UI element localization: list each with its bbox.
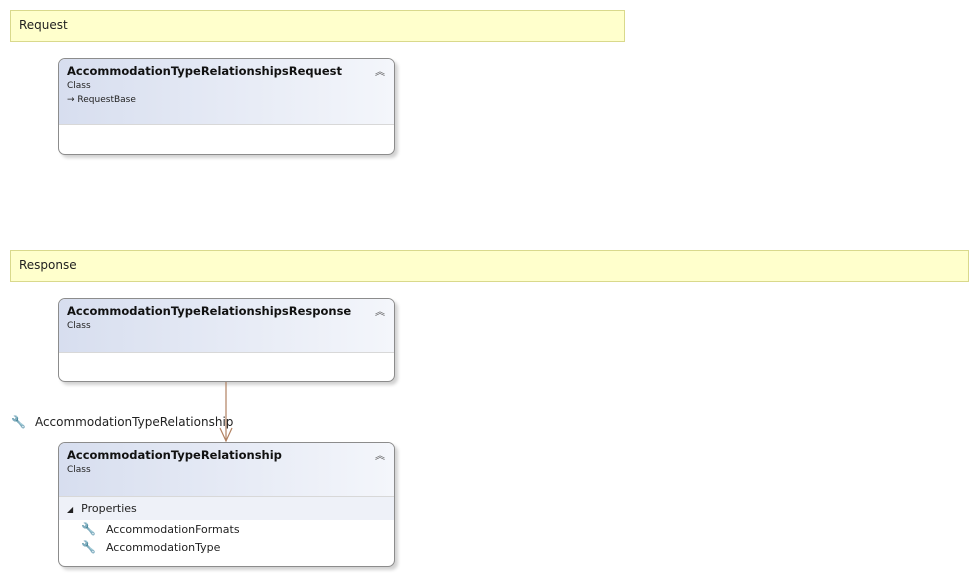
class-kind: Class: [67, 465, 91, 475]
class-request[interactable]: AccommodationTypeRelationshipsRequest Cl…: [58, 58, 395, 155]
class-name: AccommodationTypeRelationship: [67, 448, 282, 462]
property-name: AccommodationType: [105, 540, 221, 554]
properties-section-header[interactable]: ◢ Properties: [59, 497, 394, 520]
note-label: Response: [19, 258, 77, 272]
association-label[interactable]: 🔧 AccommodationTypeRelationship: [11, 415, 233, 429]
wrench-icon: 🔧: [81, 540, 96, 554]
base-class: → RequestBase: [67, 95, 386, 105]
association-arrowhead: [219, 427, 233, 443]
collapse-icon[interactable]: ︽: [375, 67, 385, 78]
wrench-icon: 🔧: [81, 522, 96, 536]
property-item[interactable]: 🔧 AccommodationFormats: [59, 520, 394, 538]
class-relationship[interactable]: AccommodationTypeRelationship Class ︽ ◢ P…: [58, 442, 395, 567]
collapse-icon[interactable]: ︽: [375, 451, 385, 462]
class-kind: Class: [67, 81, 91, 91]
association-name: AccommodationTypeRelationship: [34, 415, 234, 429]
wrench-icon: 🔧: [11, 415, 26, 429]
class-kind: Class: [67, 321, 91, 331]
property-item[interactable]: 🔧 AccommodationType: [59, 538, 394, 556]
class-name: AccommodationTypeRelationshipsRequest: [67, 64, 342, 78]
class-response[interactable]: AccommodationTypeRelationshipsResponse C…: [58, 298, 395, 382]
class-name: AccommodationTypeRelationshipsResponse: [67, 304, 352, 318]
property-name: AccommodationFormats: [105, 522, 240, 536]
expand-triangle-icon[interactable]: ◢: [67, 505, 74, 514]
section-label: Properties: [81, 502, 137, 515]
inherit-arrow-icon: →: [67, 95, 75, 105]
note-label: Request: [19, 18, 68, 32]
request-note[interactable]: Request: [10, 10, 625, 42]
response-note[interactable]: Response: [10, 250, 969, 282]
collapse-icon[interactable]: ︽: [375, 307, 385, 318]
base-class-name: RequestBase: [77, 95, 136, 105]
